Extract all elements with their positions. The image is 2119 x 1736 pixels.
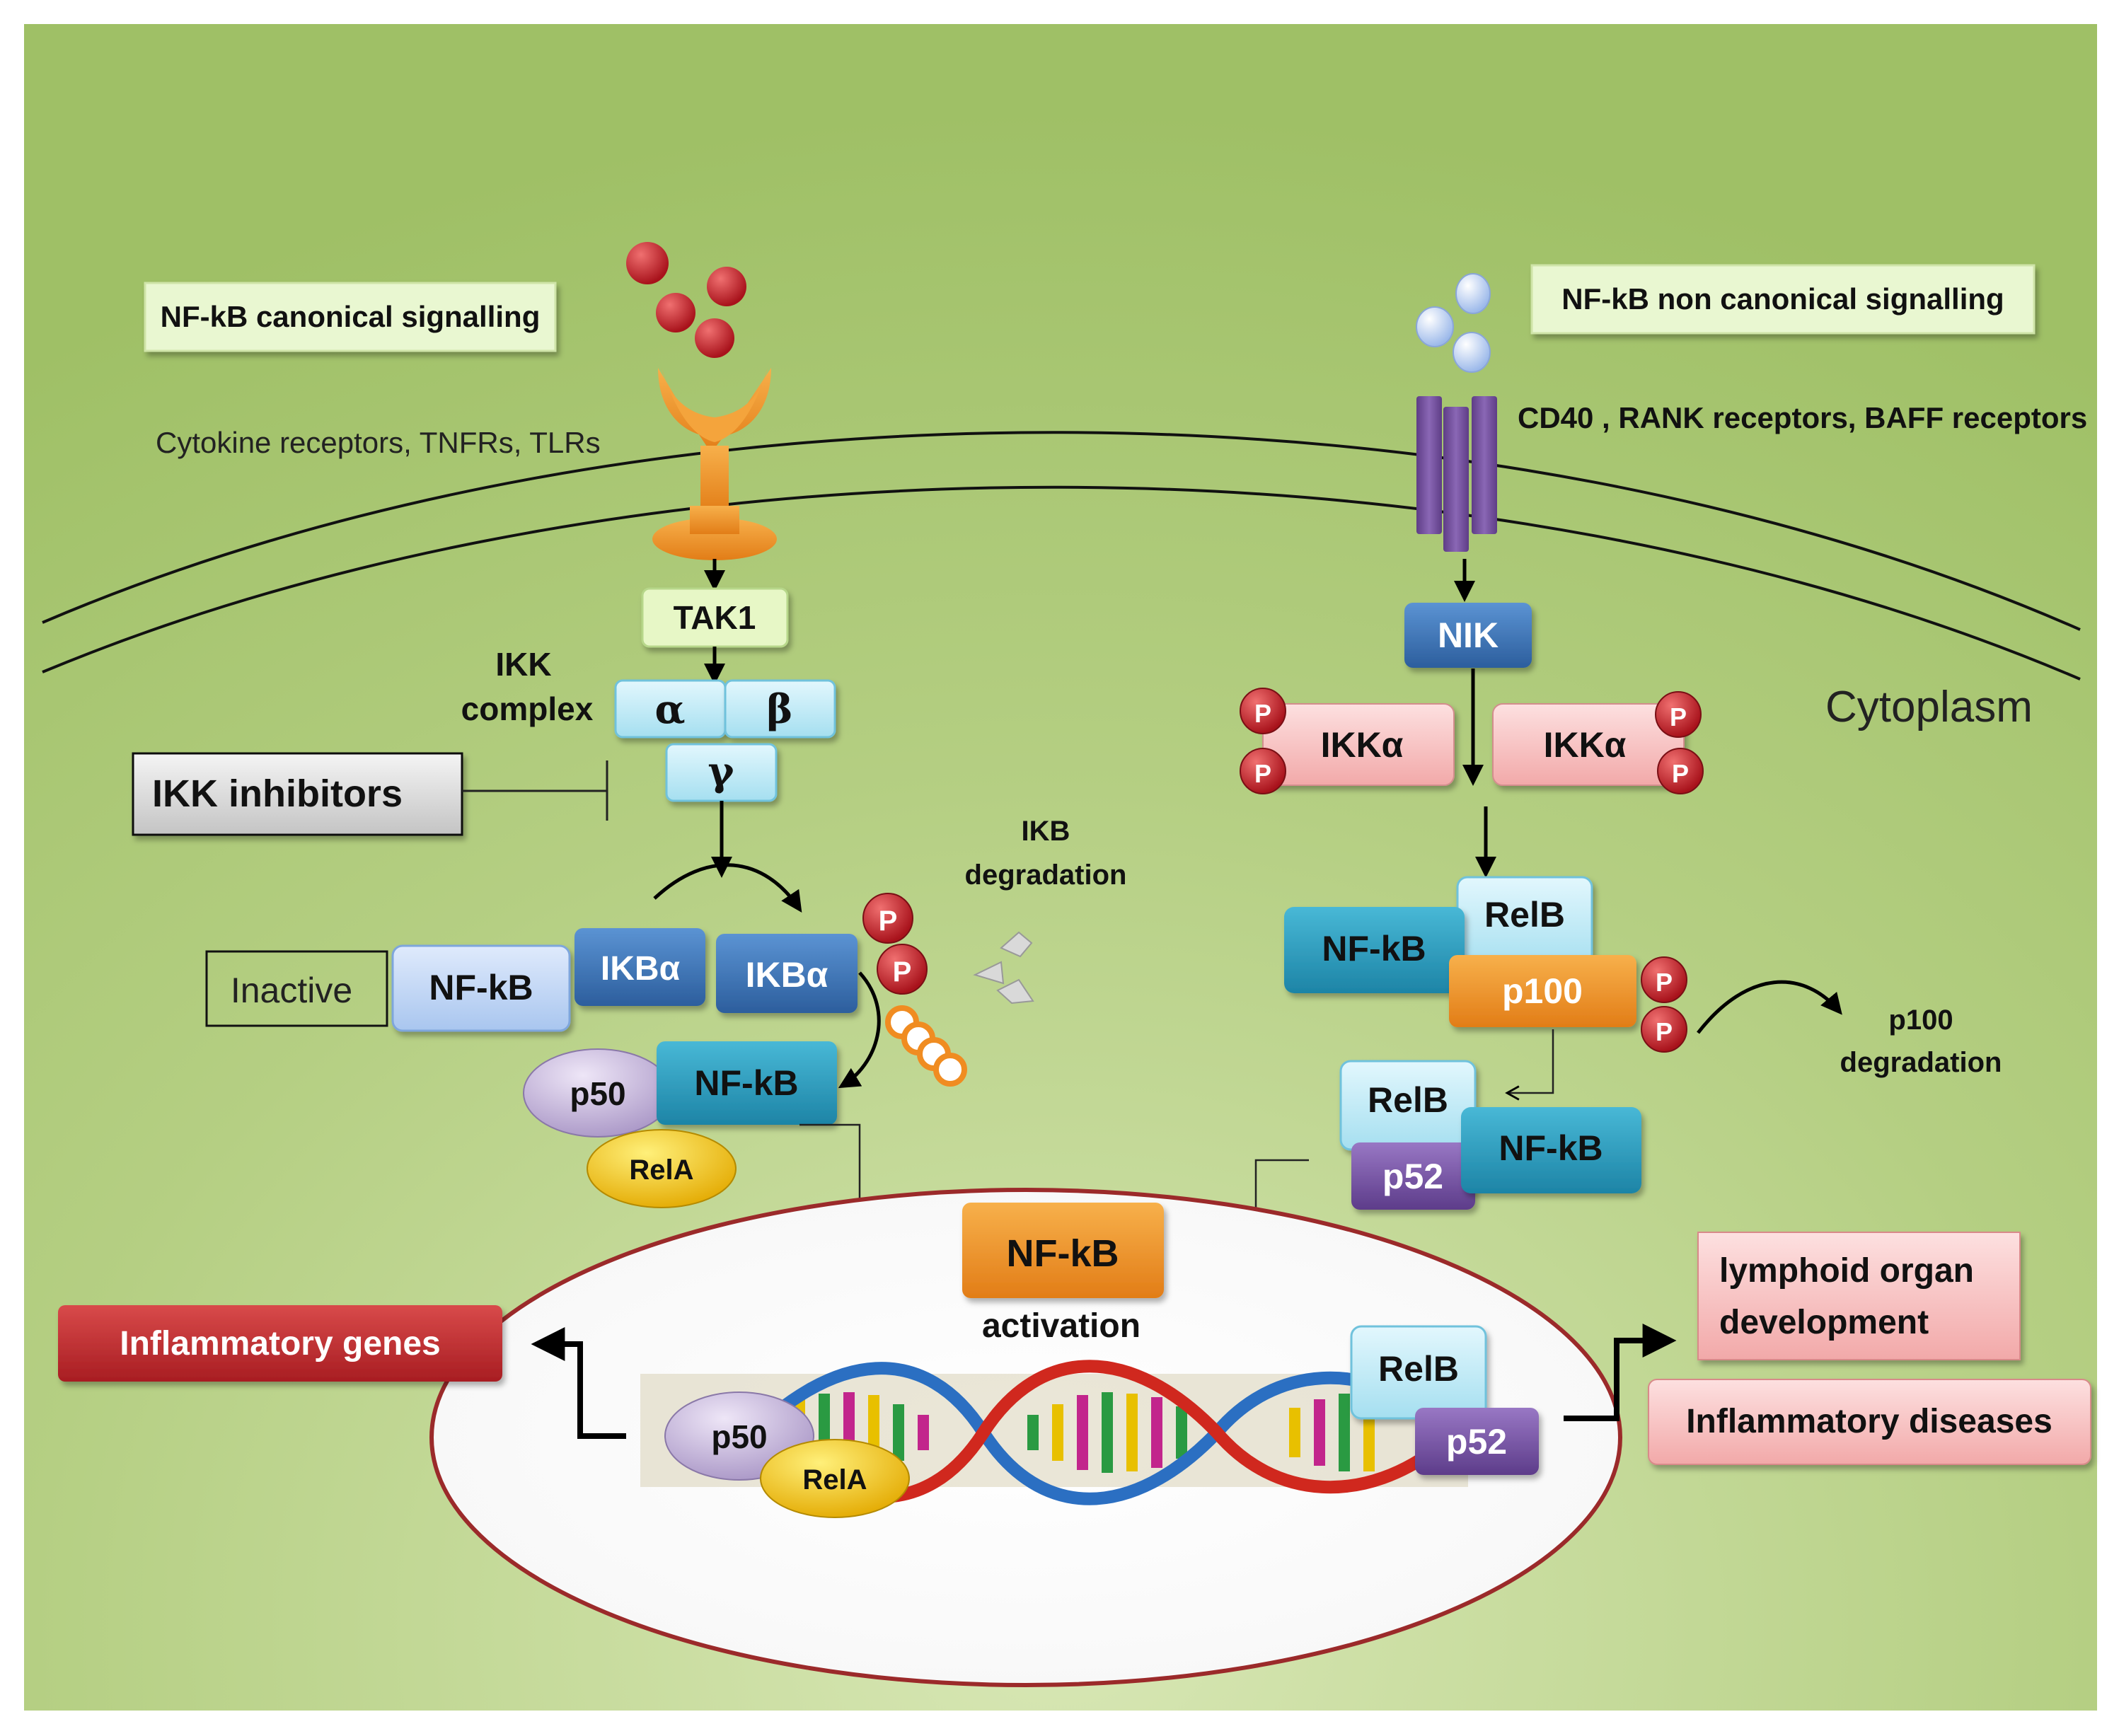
canonical-title: NF-kB canonical signalling — [161, 300, 541, 333]
cd40-receptor — [1416, 396, 1497, 552]
rela-nucleus-label: RelA — [802, 1464, 867, 1495]
noncanonical-title: NF-kB non canonical signalling — [1561, 282, 2004, 316]
activation-label: activation — [982, 1307, 1141, 1345]
cytoplasm-label: Cytoplasm — [1825, 683, 2033, 731]
svg-text:P: P — [893, 956, 912, 988]
nfkb-activation-box: NF-kB — [962, 1203, 1164, 1298]
p50-canonical: p50 — [523, 1048, 673, 1138]
p100-degradation-line1: p100 — [1888, 1005, 1953, 1036]
ikk-inhibitors-box: IKK inhibitors — [132, 752, 463, 836]
svg-text:P: P — [1670, 702, 1687, 731]
nfkb-noncanonical-label: NF-kB — [1322, 929, 1426, 968]
lymphoid-line1: lymphoid organ — [1719, 1252, 1974, 1290]
ikk-complex-label-line1: IKK — [495, 646, 551, 683]
ikkalpha-right: IKKα P P — [1492, 691, 1704, 794]
p50-nucleus-label: p50 — [711, 1418, 767, 1455]
p52-mid-label: p52 — [1382, 1157, 1443, 1196]
relb-nucleus-label: RelB — [1378, 1349, 1459, 1389]
phospho-canonical: P P — [862, 893, 928, 995]
svg-text:P: P — [1254, 759, 1271, 788]
rela-canonical-label: RelA — [629, 1155, 693, 1186]
nfkb-canonical-label: NF-kB — [694, 1063, 798, 1103]
ikk-alpha-label: α — [654, 686, 685, 733]
inflammatory-diseases-box: Inflammatory diseases — [1648, 1379, 2091, 1465]
nfkb-activation-label: NF-kB — [1007, 1232, 1119, 1275]
nik-label: NIK — [1438, 615, 1499, 655]
cytokine-receptor — [652, 368, 777, 560]
inactive-label: Inactive — [231, 971, 352, 1010]
inactive-box: Inactive — [205, 950, 388, 1027]
relb-p100-complex: RelB NF-kB p100 P P — [1284, 876, 1687, 1053]
ikb-degradation-line2: degradation — [965, 860, 1127, 891]
ikk-beta-label: β — [766, 686, 792, 733]
relb-mid-label: RelB — [1368, 1080, 1448, 1120]
svg-text:P: P — [1656, 968, 1673, 997]
relb-p52-nucleus: RelB p52 — [1350, 1325, 1539, 1475]
ikkalpha-left-label: IKKα — [1321, 725, 1404, 765]
p52-nucleus-label: p52 — [1446, 1422, 1507, 1462]
inflammatory-genes-label: Inflammatory genes — [120, 1325, 440, 1362]
svg-text:P: P — [1656, 1017, 1673, 1046]
tak1-box: TAK1 — [641, 587, 789, 648]
canonical-receptors-label: Cytokine receptors, TNFRs, TLRs — [156, 426, 601, 459]
inflammatory-diseases-label: Inflammatory diseases — [1686, 1403, 2052, 1440]
nfkb-mid-label: NF-kB — [1499, 1128, 1603, 1168]
degradation-fragments — [973, 931, 1034, 1005]
ikk-inhibitors-label: IKK inhibitors — [152, 772, 403, 815]
relb-top-label: RelB — [1484, 895, 1565, 934]
ikba-1-label: IKBα — [601, 950, 681, 988]
ikkalpha-left: IKKα P P — [1240, 688, 1455, 794]
ikk-complex: α β γ — [614, 679, 836, 802]
cell-membrane-inner — [42, 485, 2081, 681]
inflammatory-genes-box: Inflammatory genes — [58, 1305, 502, 1382]
cell-membrane-outer — [42, 431, 2081, 631]
nfkb-inactive-label: NF-kB — [429, 968, 533, 1007]
svg-text:P: P — [879, 905, 898, 937]
ikba-1: IKBα — [575, 928, 705, 1006]
rela-nucleus: RelA — [760, 1439, 910, 1518]
p100-degradation-line2: degradation — [1840, 1047, 2002, 1078]
p100-label: p100 — [1502, 971, 1583, 1011]
lymphoid-box: lymphoid organ development — [1697, 1232, 2021, 1360]
nfkb-inactive: NF-kB — [391, 944, 571, 1032]
svg-text:P: P — [1672, 759, 1689, 788]
ikkalpha-right-label: IKKα — [1544, 725, 1627, 765]
noncanonical-ligands — [1416, 273, 1491, 373]
ubiquitin-chain — [885, 1005, 967, 1087]
ikk-gamma-label: γ — [708, 748, 735, 795]
ikb-degradation-line1: IKB — [1022, 816, 1070, 847]
lymphoid-line2: development — [1719, 1304, 1929, 1341]
nfkb-canonical: NF-kB — [657, 1041, 837, 1125]
cytokine-ligands — [626, 242, 746, 358]
canonical-title-box: NF-kB canonical signalling — [144, 282, 557, 352]
relb-p52-complex: RelB p52 NF-kB — [1339, 1060, 1641, 1210]
tak1-label: TAK1 — [674, 599, 756, 636]
nik-box: NIK — [1404, 603, 1532, 668]
noncanonical-receptors-label: CD40 , RANK receptors, BAFF receptors — [1518, 401, 2087, 434]
ikba-2: IKBα — [716, 934, 858, 1013]
ikk-complex-label-line2: complex — [461, 690, 594, 727]
svg-text:P: P — [1254, 699, 1271, 728]
ikba-2-label: IKBα — [746, 955, 828, 995]
p50-canonical-label: p50 — [570, 1075, 625, 1112]
noncanonical-title-box: NF-kB non canonical signalling — [1530, 264, 2036, 335]
rela-canonical: RelA — [587, 1129, 737, 1208]
